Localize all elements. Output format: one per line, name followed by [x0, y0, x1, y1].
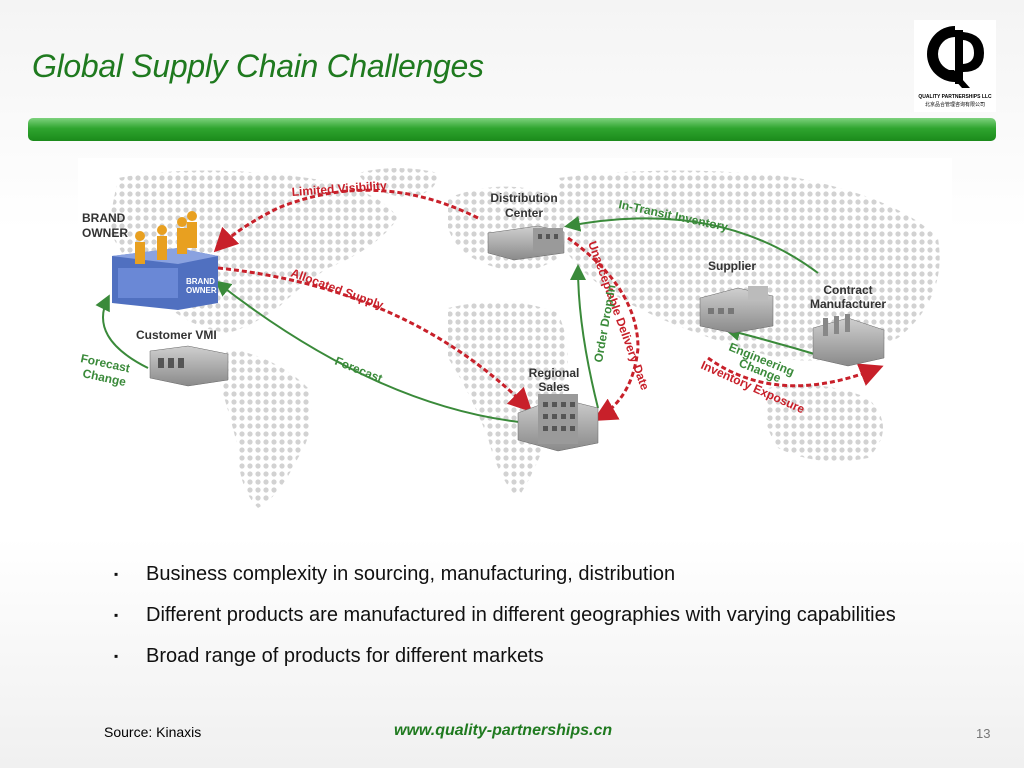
bullet-marker: ▪ [114, 649, 119, 663]
bullet-text: Broad range of products for different ma… [146, 645, 544, 667]
contract-manufacturer-label-1: Contract [823, 283, 872, 297]
distribution-center-building [487, 225, 565, 261]
brand-owner-label-2: OWNER [82, 226, 128, 240]
forecast-arrow [214, 280, 529, 424]
contract-manufacturer-label-2: Manufacturer [810, 297, 886, 311]
distribution-center-label-2: Center [505, 206, 543, 220]
in-transit-arrow [564, 215, 819, 274]
supplier-label: Supplier [708, 259, 756, 273]
contract-manufacturer-building [812, 314, 885, 367]
logo-chinese-name: 北京品合管理咨询有限公司 [924, 102, 985, 108]
bullet-marker: ▪ [114, 608, 119, 622]
inventory-exposure-arrow [707, 356, 884, 388]
allocated-supply-label: Allocated Supply [289, 266, 386, 313]
forecast-change-arrow [95, 294, 149, 369]
title-divider-bar [28, 118, 996, 141]
node-labels: BRAND OWNER Distribution Center Supplier… [82, 191, 886, 394]
customer-vmi-building [149, 345, 229, 387]
forecast-label: Forecast [333, 354, 385, 386]
problem-arrows [213, 188, 884, 421]
building-sign-line1: BRAND [186, 277, 215, 286]
supply-chain-diagram: BRAND OWNER [78, 158, 952, 514]
supplier-building [699, 286, 774, 334]
source-credit: Source: Kinaxis [104, 724, 202, 740]
bullet-item: ▪ Business complexity in sourcing, manufa… [108, 560, 928, 588]
order-drop-in-arrow [570, 264, 599, 409]
regional-sales-label-2: Sales [538, 380, 570, 394]
distribution-center-label-1: Distribution [490, 191, 557, 205]
bullet-list: ▪ Business complexity in sourcing, manufa… [108, 560, 928, 683]
customer-vmi-label: Customer VMI [136, 328, 217, 342]
limited-visibility-arrow [213, 188, 479, 253]
brand-owner-label-1: BRAND [82, 211, 126, 225]
page-number: 13 [976, 726, 991, 741]
company-logo: QUALITY PARTNERSHIPS LLC 北京品合管理咨询有限公司 [914, 20, 996, 112]
limited-visibility-label: Limited Visibility [291, 178, 387, 199]
slide-title: Global Supply Chain Challenges [32, 48, 484, 84]
regional-sales-label-1: Regional [529, 366, 580, 380]
unacceptable-delivery-arrow [567, 236, 640, 421]
allocated-supply-arrow [217, 266, 533, 413]
bullet-marker: ▪ [114, 567, 119, 581]
qp-logo-icon [927, 26, 985, 88]
logo-company-name: QUALITY PARTNERSHIPS LLC [918, 94, 992, 100]
bullet-text: Business complexity in sourcing, manufac… [146, 563, 676, 585]
supply-chain-map: BRAND OWNER [79, 168, 940, 508]
bullet-item: ▪ Broad range of products for different m… [108, 642, 928, 670]
building-sign-line2: OWNER [186, 286, 217, 295]
bullet-item: ▪ Different products are manufactured in … [108, 601, 928, 629]
brand-owner-building: BRAND OWNER [112, 211, 218, 310]
website-link[interactable]: www.quality-partnerships.cn [394, 722, 613, 739]
regional-sales-building [517, 394, 599, 452]
bullet-text: Different products are manufactured in d… [146, 604, 896, 626]
